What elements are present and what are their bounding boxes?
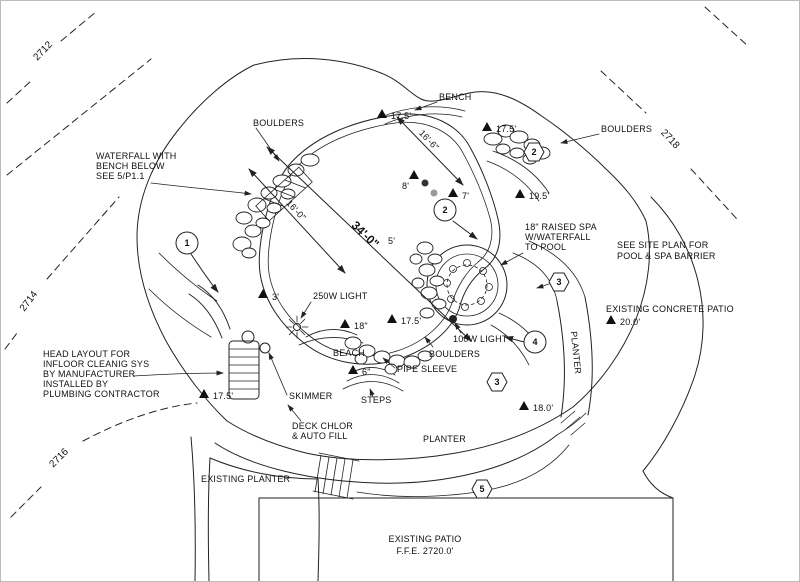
label-raised-spa-line2: W/WATERFALL [525,232,591,242]
label-site-plan-line1: SEE SITE PLAN FOR [617,240,709,250]
label-pipe-sleeve: PIPE SLEEVE [397,364,457,374]
elevation-17-5-bottom-left: 17.5' [213,391,233,401]
label-skimmer: SKIMMER [289,391,333,401]
dimension-16ft: 16'-0" [284,198,308,222]
label-raised-spa-line3: TO POOL [525,242,566,252]
keynote-1-number: 1 [184,238,189,248]
label-planter-bottom: PLANTER [423,434,466,444]
keynote-2: 2 [433,198,457,222]
elevation-18-0: 18.0' [533,403,553,413]
label-250w-light: 250W LIGHT [313,291,368,301]
keynote-5-number: 5 [479,484,484,494]
label-existing-patio-line2: F.F.E. 2720.0' [396,546,453,556]
dimension-18in: 18" [354,321,368,331]
label-existing-patio-line1: EXISTING PATIO [389,534,462,544]
dimension-marker [409,170,419,179]
dimension-16ft6: 16'-6" [417,128,441,152]
dimension-6in: 6" [362,367,371,377]
dimension-5ft: 5' [388,236,395,246]
label-head-layout-line4: INSTALLED BY [43,379,108,389]
label-existing-concrete-patio: EXISTING CONCRETE PATIO [606,304,734,314]
contour-label-2712: 2712 [32,39,56,63]
contour-label-2714: 2714 [18,289,40,314]
cleaning-system-structure [188,284,260,400]
label-existing-planter: EXISTING PLANTER [201,474,291,484]
dimension-3ft: 3' [272,292,279,302]
label-boulders-top-right: BOULDERS [601,124,652,134]
dimension-marker [348,365,358,374]
label-head-layout-line2: INFLOOR CLEANIG SYS [43,359,149,369]
label-head-layout-line3: BY MANUFACTURER [43,369,136,379]
label-steps: STEPS [361,395,392,405]
elevation-marker [199,389,209,398]
dimension-7ft: 7' [462,191,469,201]
elevation-marker [515,189,525,198]
elevation-marker [519,401,529,410]
keynote-2-hex-number: 2 [531,147,536,157]
elevation-19-5: 19.5' [529,191,549,201]
keynote-3-bottom-number: 3 [494,377,499,387]
contour-label-2716: 2716 [47,446,71,470]
label-boulders-bottom: BOULDERS [429,349,480,359]
keynote-3-hex-bottom: 3 [486,372,508,392]
dimension-marker [448,188,458,197]
keynote-1: 1 [175,231,199,255]
label-boulders-top-left: BOULDERS [253,118,304,128]
existing-planter-shape [190,436,320,581]
garden-steps [312,452,360,500]
pool-light-dot [421,179,429,187]
elevation-marker [387,314,397,323]
keynote-5-hex: 5 [471,479,493,499]
existing-patio-rect [258,497,674,581]
boulders-top-left-cluster [232,153,320,259]
planter-bands [214,240,593,497]
boulders-bottom-cluster [344,336,433,375]
label-deck-chlor-line2: & AUTO FILL [292,431,348,441]
label-waterfall-line1: WATERFALL WITH [96,151,176,161]
label-head-layout-line1: HEAD LAYOUT FOR [43,349,130,359]
elevation-marker [482,122,492,131]
elevation-17-5-mid: 17.5' [401,316,421,326]
keynote-3-hex-right: 3 [548,272,570,292]
elevation-marker [377,109,387,118]
label-planter-right: PLANTER [569,331,583,375]
existing-patio-edge-curve [642,196,704,499]
label-site-plan-line2: POOL & SPA BARRIER [617,251,716,261]
elevation-17-5-top-right: 17.5' [496,124,516,134]
keynote-2-number: 2 [442,205,447,215]
label-waterfall-line3: SEE 5/P1.1 [96,171,145,181]
dimension-marker [340,319,350,328]
leader-lines [132,101,600,422]
label-beach: BEACH [333,348,365,358]
pool-light-dot-2 [430,189,438,197]
dimension-lines [248,116,472,342]
keynote-4: 4 [523,330,547,354]
label-head-layout-line5: PLUMBING CONTRACTOR [43,389,160,399]
keynote-4-number: 4 [532,337,537,347]
label-raised-spa-line1: 18" RAISED SPA [525,222,597,232]
elevation-20-0: 20.0' [620,317,640,327]
light-250w-symbol [285,315,309,339]
skimmer-device [259,342,271,354]
deck-boundary [136,58,650,461]
dimension-8ft: 8' [402,181,409,191]
label-waterfall-line2: BENCH BELOW [96,161,165,171]
dimension-marker [258,289,268,298]
keynote-2-hex: 2 [523,142,545,162]
label-100w-light: 100W LIGHT [453,334,508,344]
contour-lines [4,6,750,518]
label-bench: BENCH [439,92,472,102]
boulders-spa-cluster [409,241,447,319]
label-deck-chlor-line1: DECK CHLOR [292,421,353,431]
dimension-34ft: 34'-0" [349,218,382,251]
contour-label-2718: 2718 [658,127,682,151]
elevation-marker [606,315,616,324]
keynote-3-right-number: 3 [556,277,561,287]
elevation-17-5-top: 17.5' [391,111,411,121]
